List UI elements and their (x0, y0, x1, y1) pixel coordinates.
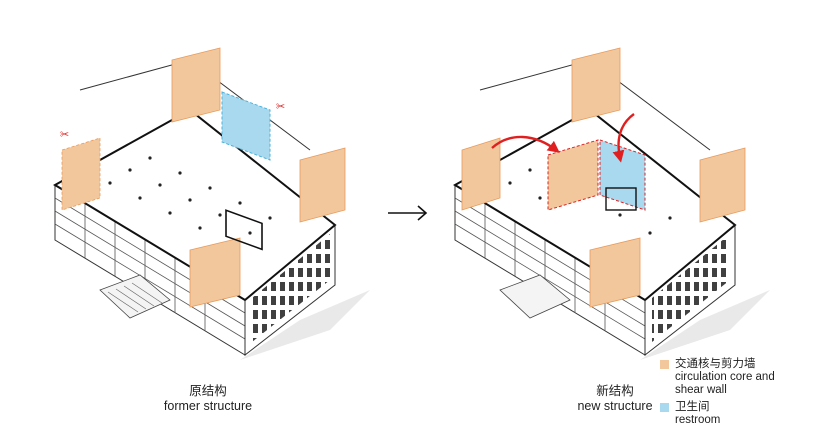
legend-swatch-restroom (660, 403, 669, 412)
legend: 交通核与剪力墙 circulation core and shear wall … (660, 358, 810, 431)
legend-label-cn: 卫生间 (675, 401, 710, 413)
caption-en: new structure (577, 399, 653, 413)
core-left (461, 137, 501, 211)
ground-shadow (640, 290, 770, 360)
entrance-canopy (99, 274, 171, 319)
entrance-canopy (499, 274, 571, 319)
core-top (571, 47, 621, 123)
relocated-core (547, 139, 599, 211)
right-arrow-icon (388, 205, 428, 221)
caption-cn: 新结构 (596, 384, 634, 398)
legend-label-en: restroom (675, 414, 721, 426)
legend-label-en: shear wall (675, 384, 727, 396)
red-curved-arrow-icon (612, 113, 635, 163)
new-structure-caption: 新结构 new structure (555, 384, 675, 414)
former-structure-building: ✂ ✂ (53, 47, 370, 360)
restroom-block (221, 91, 271, 161)
former-structure-caption: 原结构 former structure (148, 384, 268, 414)
roof-slab (53, 108, 337, 302)
right-facade-windows (652, 234, 730, 342)
core-right (699, 147, 746, 223)
relocated-restroom (599, 139, 646, 211)
new-structure-building (453, 47, 770, 360)
core-top (171, 47, 221, 123)
roof-slab (453, 108, 737, 302)
caption-cn: 原结构 (189, 384, 227, 398)
legend-item-core: 交通核与剪力墙 circulation core and shear wall (660, 358, 810, 397)
legend-swatch-core (660, 360, 669, 369)
legend-label-en: circulation core and (675, 371, 775, 383)
core-right (299, 147, 346, 223)
ground-shadow (240, 290, 370, 360)
core-front (189, 237, 241, 308)
scissors-icon: ✂ (60, 128, 69, 141)
right-facade-windows (252, 234, 330, 342)
red-curved-arrow-icon (491, 135, 560, 153)
caption-en: former structure (163, 399, 253, 413)
core-left (61, 137, 101, 211)
scissors-icon: ✂ (276, 100, 285, 113)
legend-item-restroom: 卫生间 restroom (660, 401, 810, 427)
core-front (589, 237, 641, 308)
legend-label-cn: 交通核与剪力墙 (675, 358, 756, 370)
